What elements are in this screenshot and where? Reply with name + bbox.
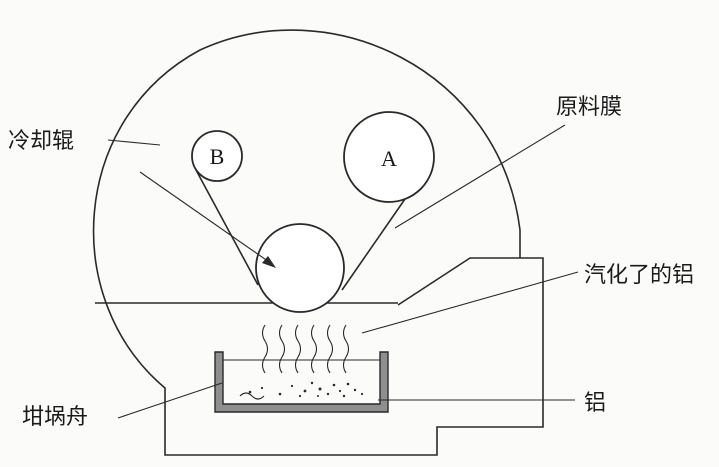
roll-b-label: B (210, 144, 225, 169)
chill-roll-leader-b (139, 171, 273, 265)
aluminum-label: 铝 (584, 391, 606, 416)
raw-film-leader (394, 124, 566, 229)
vapor-wisps (261, 324, 350, 374)
roll-b (191, 130, 243, 182)
chill-roll-label: 冷却辊 (8, 129, 74, 154)
film-b-to-chill (195, 169, 259, 286)
chill-roll (255, 223, 345, 313)
film-a-to-chill (341, 198, 406, 291)
aluminum-squiggle (239, 392, 265, 400)
raw-film-label: 原料膜 (556, 95, 622, 120)
crucible-leader (117, 382, 223, 419)
vapor-leader (361, 271, 579, 334)
chill-roll-leader-a (107, 139, 161, 146)
vaporized-aluminum-label: 汽化了的铝 (584, 263, 694, 288)
roll-a-label: A (381, 146, 397, 171)
aluminum-specks (248, 381, 364, 398)
chill-roll-arrowhead (262, 256, 276, 268)
roll-a (343, 111, 435, 203)
crucible-label: 坩埚舟 (22, 405, 88, 430)
chamber-outline (92, 29, 544, 456)
crucible-outer (214, 351, 389, 413)
